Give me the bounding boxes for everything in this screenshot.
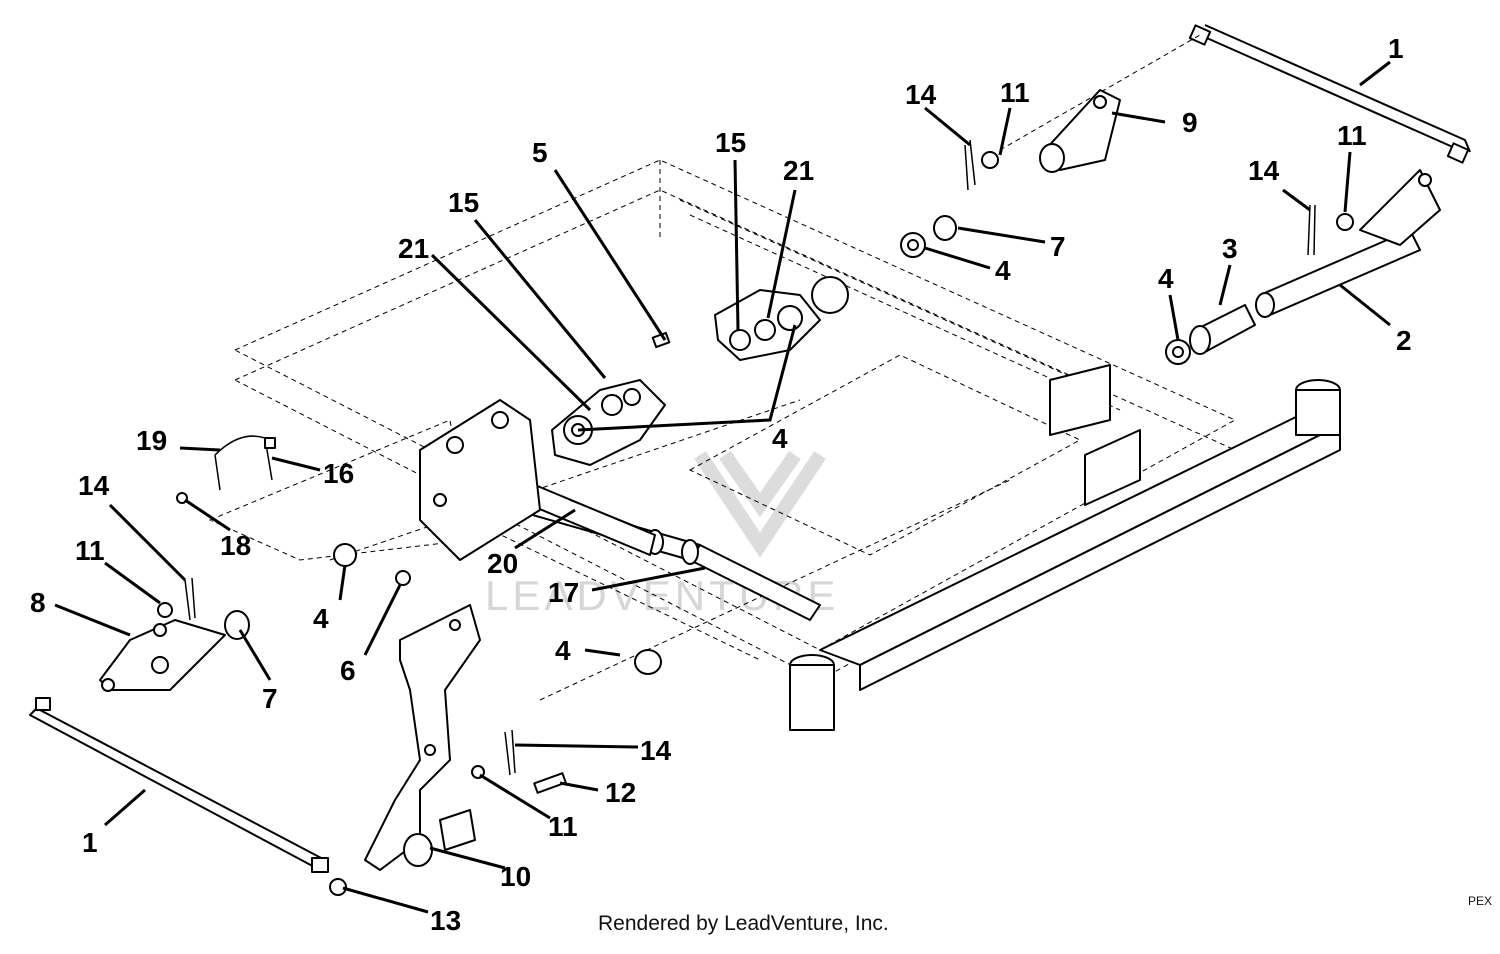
hairpin-14-lower: [504, 729, 516, 776]
bushing-4-right-lower: [1165, 339, 1191, 365]
main-frame: [208, 159, 1331, 701]
bushing-4-left: [333, 543, 357, 567]
callout-labels: 1 1 2 3 4 4 4 4 4 5 6 7 7 8 9 10 11 11 1…: [30, 33, 1412, 936]
callout-label: 18: [220, 530, 251, 561]
callout-label: 11: [75, 535, 105, 566]
callout-label: 4: [995, 255, 1011, 286]
bushing-4-lower: [634, 649, 662, 675]
pivot-arm-9: [1039, 89, 1121, 173]
pin-12: [533, 772, 567, 794]
screw-18: [176, 492, 188, 504]
callout-label: 1: [1388, 33, 1404, 64]
hairpin-14-top: [964, 139, 976, 191]
nut-11-left: [157, 602, 173, 618]
hairpin-14-left: [184, 577, 196, 621]
bushing-7-left: [224, 610, 250, 640]
figure-code: PEX: [1468, 894, 1492, 908]
leader-lines: [54, 60, 1391, 914]
hairpin-14-right: [1307, 204, 1316, 256]
u-bracket-19: [214, 435, 276, 491]
callout-label: 8: [30, 587, 46, 618]
callout-label: 4: [1158, 263, 1174, 294]
pivot-plate-right: [714, 276, 849, 361]
callout-label: 21: [398, 233, 429, 264]
center-bracket: [419, 399, 541, 561]
nut-11-right: [1336, 213, 1354, 231]
callout-label: 10: [500, 861, 531, 892]
pivot-arm-8: [99, 619, 226, 692]
callout-label: 4: [555, 635, 571, 666]
axle-left: [29, 697, 329, 873]
callout-label: 3: [1222, 233, 1238, 264]
callout-label: 14: [78, 470, 110, 501]
bushing-7-right: [933, 215, 957, 241]
callout-label: 4: [772, 423, 788, 454]
callout-label: 13: [430, 905, 461, 936]
callout-label: 14: [905, 79, 937, 110]
control-bracket-10: [364, 604, 481, 871]
nut-13: [329, 878, 347, 896]
callout-label: 9: [1182, 107, 1198, 138]
callout-label: 7: [262, 683, 278, 714]
bushing-3: [1189, 304, 1256, 355]
nut-11-top: [981, 151, 999, 169]
callout-label: 7: [1050, 231, 1066, 262]
callout-label: 2: [1396, 325, 1412, 356]
callout-label: 11: [548, 811, 578, 842]
callout-label: 15: [715, 127, 746, 158]
callout-label: 11: [1000, 77, 1030, 108]
callout-label: 5: [532, 137, 548, 168]
callout-label: 12: [605, 777, 636, 808]
axle-right: [999, 24, 1471, 164]
callout-label: 15: [448, 187, 479, 218]
callout-label: 17: [548, 577, 579, 608]
callout-label: 6: [340, 655, 356, 686]
pivot-plate-left: [551, 331, 671, 466]
frame-tube-right: [789, 364, 1341, 731]
callout-label: 4: [313, 603, 329, 634]
callout-label: 19: [136, 425, 167, 456]
callout-label: 21: [783, 155, 814, 186]
callout-label: 14: [640, 735, 672, 766]
bushing-4-right-upper: [900, 232, 926, 258]
lift-arm-2: [1255, 169, 1441, 318]
callout-label: 1: [82, 827, 98, 858]
watermark-logo: [694, 450, 826, 558]
callout-label: 20: [487, 548, 518, 579]
callout-label: 14: [1248, 155, 1280, 186]
callout-label: 11: [1337, 120, 1367, 151]
credit-text: Rendered by LeadVenture, Inc.: [598, 912, 889, 935]
nut-6: [395, 570, 411, 586]
callout-label: 16: [323, 458, 354, 489]
